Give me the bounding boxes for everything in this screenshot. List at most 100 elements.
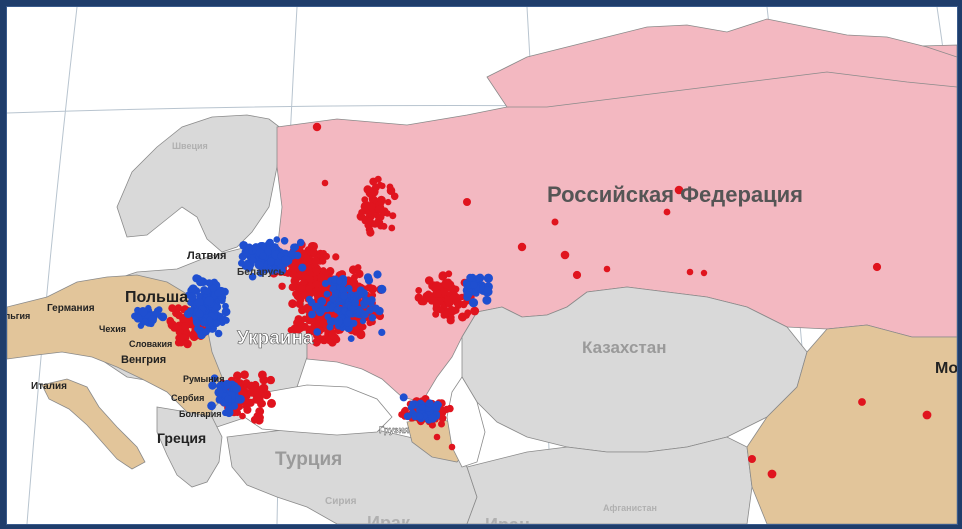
blue-dot [256, 269, 265, 277]
red-dot [184, 316, 194, 325]
region-italy [41, 378, 146, 470]
red-dot [452, 298, 461, 306]
red-dot [603, 265, 611, 273]
red-dot [239, 412, 246, 420]
blue-dot [482, 295, 492, 305]
red-dot [663, 208, 671, 216]
map: Российская Федерация Казахстан Турция Ук… [7, 7, 957, 524]
red-dot [313, 280, 321, 289]
blue-dot [419, 404, 427, 411]
blue-dot [351, 298, 360, 307]
blue-dot [339, 286, 347, 294]
red-dot [440, 288, 449, 296]
red-dot [290, 276, 300, 286]
red-dot [922, 410, 932, 420]
red-dot [361, 196, 369, 204]
red-dot [316, 273, 326, 283]
blue-dot [345, 285, 353, 293]
blue-dot [222, 302, 229, 310]
red-dot [419, 297, 428, 306]
blue-dot [249, 256, 257, 264]
red-dot [328, 331, 337, 340]
blue-dot [188, 284, 198, 294]
red-dot [266, 375, 275, 385]
red-dot [181, 322, 190, 331]
red-dot [233, 371, 242, 381]
red-dot [376, 218, 384, 227]
blue-dot [273, 236, 281, 243]
red-dot [430, 283, 439, 292]
red-dot [368, 211, 376, 219]
blue-dot [188, 292, 197, 302]
red-dot [470, 306, 480, 316]
label-afghanistan: Афганистан [603, 503, 657, 513]
label-latvia: Латвия [187, 250, 226, 262]
red-dot [295, 315, 303, 323]
label-poland: Польша [125, 289, 188, 306]
blue-dot [225, 405, 234, 414]
label-sweden: Швеция [172, 141, 208, 151]
blue-dot [428, 413, 438, 423]
label-hungary: Венгрия [121, 354, 166, 366]
red-dot [242, 379, 251, 387]
blue-dot [317, 297, 327, 306]
red-dot [300, 278, 308, 286]
red-dot [368, 284, 377, 294]
blue-dot [333, 306, 341, 314]
label-serbia: Сербия [171, 393, 204, 403]
blue-dot [321, 280, 329, 287]
blue-dot [363, 297, 371, 305]
red-dot [351, 273, 358, 281]
blue-dot [281, 255, 290, 265]
blue-dot [207, 401, 217, 411]
blue-dot [213, 319, 221, 328]
red-dot [252, 380, 259, 388]
blue-dot [248, 272, 257, 281]
blue-dot [378, 328, 386, 336]
blue-dot [363, 273, 373, 282]
red-dot [858, 398, 866, 406]
blue-dot [347, 335, 355, 342]
label-kazakhstan: Казахстан [582, 338, 666, 357]
red-dot [252, 394, 261, 404]
red-dot [290, 260, 299, 269]
red-dot [700, 269, 708, 277]
red-dot [444, 296, 453, 305]
red-dot [386, 186, 396, 195]
blue-dot [214, 289, 223, 297]
blue-dot [403, 412, 412, 421]
blue-dot [435, 401, 442, 408]
red-dot [309, 248, 318, 257]
region-russia-north [486, 18, 957, 108]
blue-dot [148, 315, 157, 325]
blue-dot [305, 295, 313, 303]
blue-dot [326, 318, 334, 325]
red-dot [572, 270, 582, 280]
caspian-sea [446, 376, 486, 468]
blue-dot [222, 316, 230, 324]
blue-dot [187, 307, 194, 314]
red-dot [439, 406, 447, 414]
blue-dot [214, 387, 224, 397]
red-dot [242, 403, 250, 410]
region-middle-east [466, 436, 753, 524]
red-dot [361, 217, 368, 225]
red-dot [424, 276, 434, 285]
blue-dot [357, 290, 366, 298]
blue-dot [399, 393, 408, 402]
red-dot [284, 270, 292, 277]
red-dot [319, 319, 328, 328]
red-dot [365, 222, 373, 230]
red-dot [258, 370, 267, 380]
blue-dot [152, 310, 160, 317]
red-dot [288, 299, 297, 309]
blue-dot [214, 329, 223, 338]
label-czech: Чехия [99, 324, 126, 334]
red-dot [375, 205, 383, 214]
blue-dot [210, 374, 219, 383]
blue-dot [293, 251, 302, 260]
red-dot [323, 252, 330, 260]
red-dot [674, 185, 684, 195]
red-dot [259, 383, 269, 393]
red-dot [321, 179, 329, 187]
